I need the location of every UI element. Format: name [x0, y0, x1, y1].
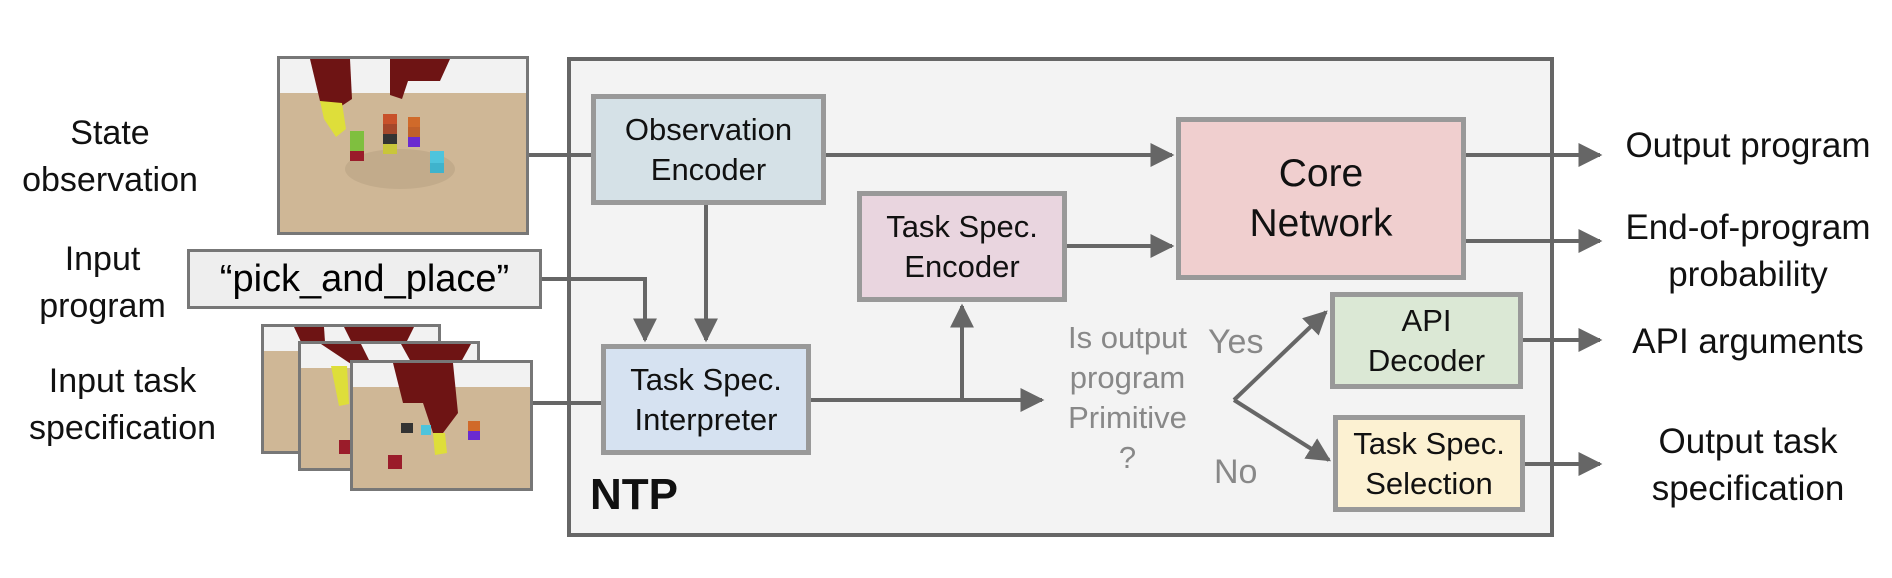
- task-spec-frame-3: [350, 360, 533, 491]
- decision-yes-label: Yes: [1208, 323, 1264, 361]
- state-observation-label: State observation: [10, 110, 210, 204]
- label-line: Output task: [1658, 422, 1838, 461]
- label-line: Input: [64, 240, 141, 278]
- decision-question: Is output program Primitive ?: [1055, 318, 1200, 478]
- input-program-value: “pick_and_place”: [219, 257, 510, 300]
- task-spec-interpreter: Task Spec. Interpreter: [601, 344, 811, 455]
- module-label: API: [1401, 302, 1452, 338]
- module-label: Encoder: [904, 248, 1020, 284]
- output-task-spec-label: Output task specification: [1608, 418, 1888, 512]
- ntp-title: NTP: [590, 470, 678, 519]
- robot-scene-illustration: [353, 363, 530, 488]
- module-label: Decoder: [1367, 342, 1486, 378]
- module-label: Interpreter: [634, 401, 778, 437]
- decision-line: Primitive: [1068, 400, 1187, 435]
- input-task-spec-label: Input task specification: [5, 358, 240, 452]
- observation-encoder: Observation Encoder: [591, 94, 826, 205]
- module-label: Task Spec.: [630, 361, 782, 397]
- decision-no-label: No: [1214, 453, 1258, 491]
- decision-line: program: [1069, 360, 1186, 395]
- module-label: Observation: [624, 111, 793, 147]
- label-line: probability: [1668, 255, 1828, 294]
- label-line: specification: [1651, 469, 1845, 508]
- input-program-field: “pick_and_place”: [187, 249, 542, 309]
- label-line: program: [39, 287, 166, 325]
- decision-line: ?: [1118, 440, 1137, 475]
- state-observation-image: [277, 56, 529, 235]
- label-line: End-of-program: [1625, 208, 1871, 247]
- output-program-label: Output program: [1625, 126, 1871, 165]
- robot-scene-illustration: [280, 59, 526, 232]
- arrow-program-to-interpreter: [542, 277, 657, 343]
- task-spec-encoder: Task Spec. Encoder: [857, 191, 1067, 302]
- module-label: Core: [1278, 151, 1364, 195]
- module-label: Task Spec.: [886, 208, 1038, 244]
- core-network: Core Network: [1176, 117, 1466, 280]
- api-decoder: API Decoder: [1330, 292, 1523, 389]
- label-line: observation: [22, 161, 198, 199]
- module-label: Network: [1249, 201, 1393, 245]
- input-program-label: Input program: [10, 236, 195, 330]
- end-of-program-label: End-of-program probability: [1608, 204, 1888, 298]
- module-label: Selection: [1365, 465, 1493, 501]
- decision-line: Is output: [1068, 320, 1187, 355]
- task-spec-selection: Task Spec. Selection: [1333, 415, 1525, 512]
- label-line: Input task: [48, 362, 197, 400]
- module-label: Task Spec.: [1353, 425, 1505, 461]
- arrow-decision-yes: [1232, 310, 1328, 402]
- api-arguments-label: API arguments: [1632, 322, 1864, 361]
- arrow-decision-no: [1232, 398, 1332, 462]
- module-label: Encoder: [650, 151, 767, 187]
- label-line: State: [70, 114, 150, 152]
- label-line: specification: [28, 409, 217, 447]
